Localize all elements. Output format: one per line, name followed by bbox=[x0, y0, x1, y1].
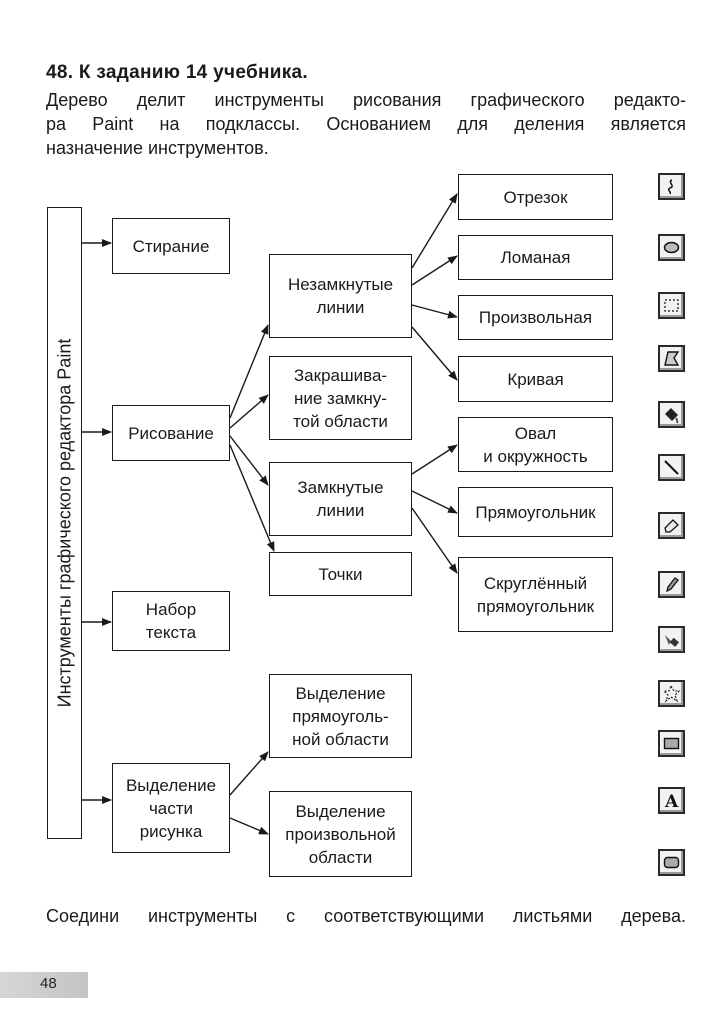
node-select-rect: Выделение прямоуголь- ной области bbox=[269, 674, 412, 758]
rectangle-tool-icon bbox=[658, 730, 685, 757]
arrow-to-rounded-rect bbox=[411, 507, 458, 574]
leaf-rectangle: Прямоугольник bbox=[458, 487, 613, 537]
node-erase: Стирание bbox=[112, 218, 230, 274]
leaf-rounded-rect: Скруглённый прямоугольник bbox=[458, 557, 613, 632]
leaf-oval: Овал и окружность bbox=[458, 417, 613, 472]
intro-line-3: назначение инструментов. bbox=[46, 138, 269, 158]
tree-root-label: Инструменты графического редактора Paint bbox=[54, 338, 74, 708]
page-number: 48 bbox=[40, 975, 57, 992]
polygon-tool-icon bbox=[658, 345, 685, 372]
task-intro: Дерево делит инструменты рисования графи… bbox=[46, 88, 686, 160]
node-fill: Закрашива- ние замкну- той области bbox=[269, 356, 412, 440]
brush-tool-icon bbox=[658, 626, 685, 653]
arrow-to-closed-lines bbox=[229, 435, 269, 486]
leaf-curve: Кривая bbox=[458, 356, 613, 402]
page-number-bar bbox=[0, 972, 88, 998]
node-open-lines: Незамкнутые линии bbox=[269, 254, 412, 338]
arrow-to-oval bbox=[411, 444, 458, 475]
arrow-to-rectangle bbox=[411, 490, 458, 514]
leaf-polyline: Ломаная bbox=[458, 235, 613, 280]
tree-root: Инструменты графического редактора Paint bbox=[47, 207, 82, 839]
arrow-to-fill bbox=[229, 394, 269, 429]
ellipse-tool-icon bbox=[658, 234, 685, 261]
pencil-tool-icon bbox=[658, 571, 685, 598]
leaf-freeform: Произвольная bbox=[458, 295, 613, 340]
free-select-tool-icon bbox=[658, 680, 685, 707]
node-draw: Рисование bbox=[112, 405, 230, 461]
arrow-to-open-lines bbox=[229, 324, 269, 419]
text-tool-icon: A bbox=[658, 787, 685, 814]
arrow-to-freeform bbox=[411, 304, 458, 319]
arrow-to-select-free bbox=[229, 817, 269, 835]
intro-line-1: Дерево делит инструменты рисования графи… bbox=[46, 90, 686, 110]
arrow-to-segment bbox=[411, 193, 458, 269]
fill-tool-icon bbox=[658, 401, 685, 428]
rounded-rect-tool-icon bbox=[658, 849, 685, 876]
node-select-free: Выделение произвольной области bbox=[269, 791, 412, 877]
leaf-segment: Отрезок bbox=[458, 174, 613, 220]
node-closed-lines: Замкнутые линии bbox=[269, 462, 412, 536]
rect-select-tool-icon bbox=[658, 292, 685, 319]
line-tool-icon bbox=[658, 454, 685, 481]
node-points: Точки bbox=[269, 552, 412, 596]
node-select: Выделение части рисунка bbox=[112, 763, 230, 853]
intro-line-2: ра Paint на подклассы. Основанием для де… bbox=[46, 114, 686, 134]
arrow-to-curve bbox=[411, 326, 458, 381]
task-instruction: Соедини инструменты с соответствующими л… bbox=[46, 906, 686, 926]
node-text: Набор текста bbox=[112, 591, 230, 651]
curve-tool-icon bbox=[658, 173, 685, 200]
eraser-tool-icon bbox=[658, 512, 685, 539]
svg-text:A: A bbox=[664, 792, 679, 810]
arrow-to-select-rect bbox=[229, 751, 269, 796]
arrow-to-points bbox=[229, 444, 275, 552]
task-title: 48. К заданию 14 учебника. bbox=[46, 62, 308, 83]
arrow-to-polyline bbox=[411, 255, 458, 286]
